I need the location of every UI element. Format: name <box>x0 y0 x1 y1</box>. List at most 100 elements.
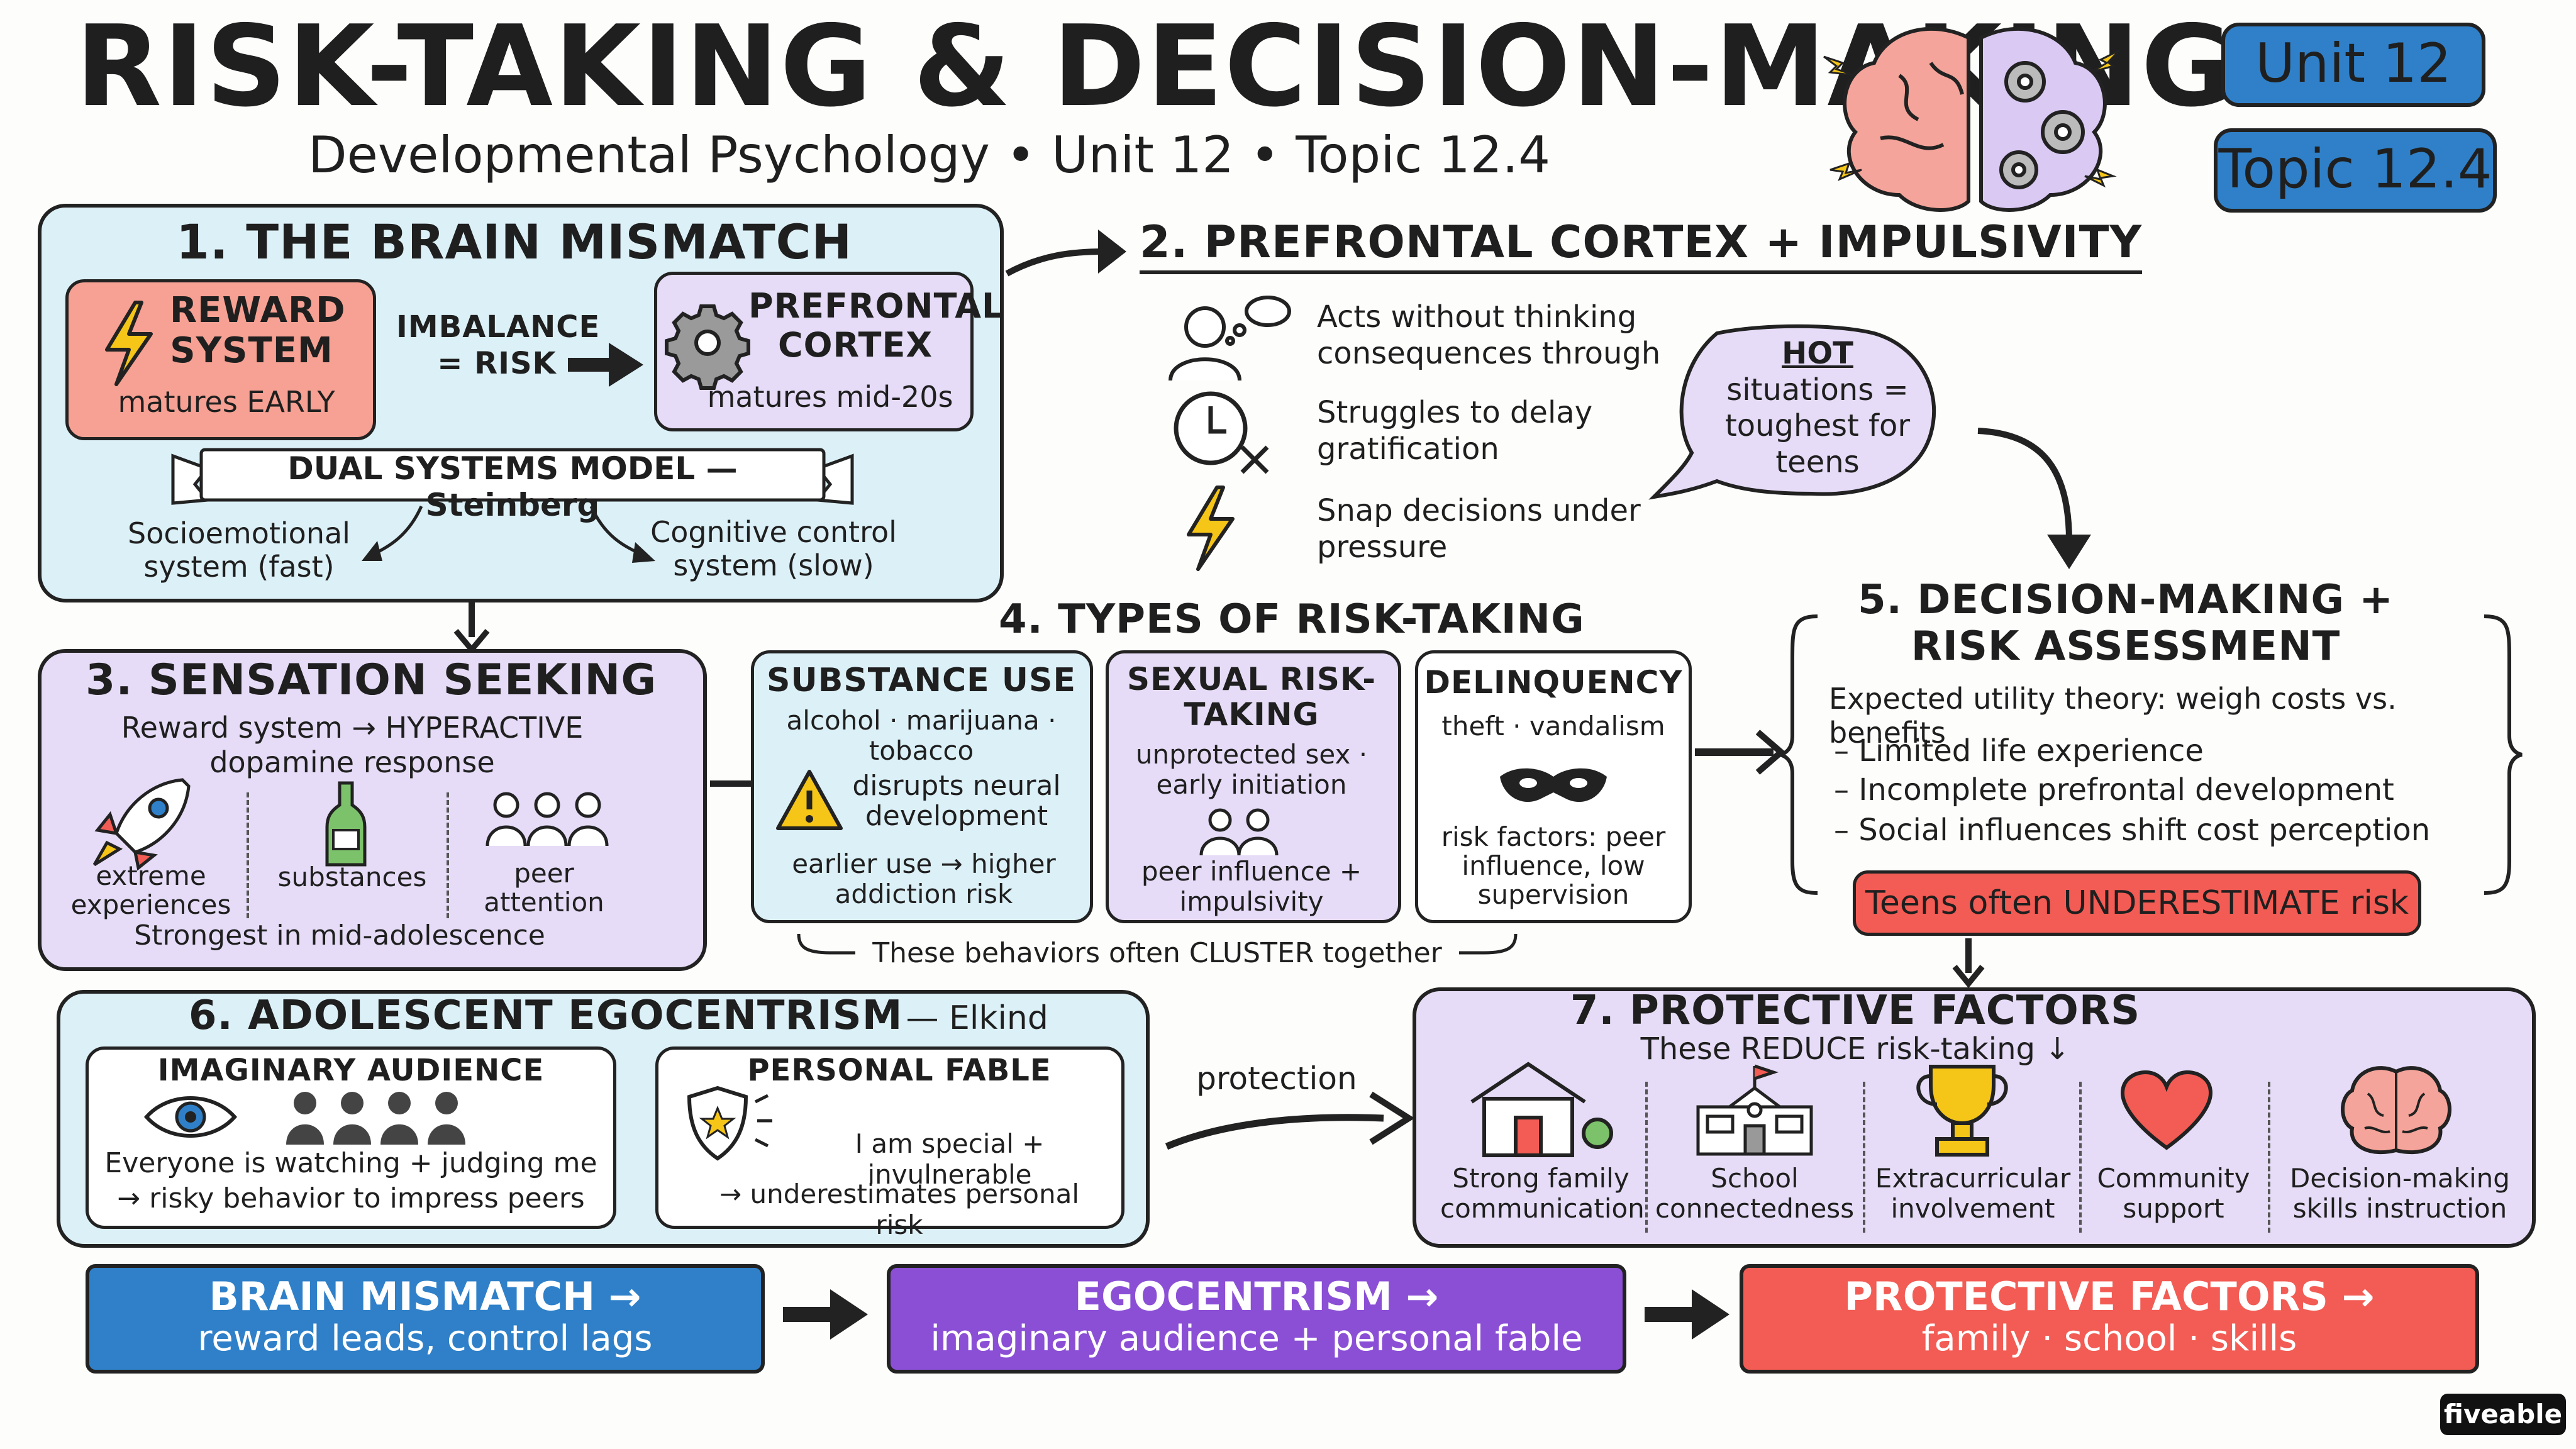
imbalance-label: IMBALANCE = RISK <box>396 309 601 381</box>
sensation-item-peer: peer attention <box>484 858 604 918</box>
sensation-item-extreme: extreme experiences <box>70 860 231 921</box>
cognitive-control-label: Cognitive control system (slow) <box>650 515 897 582</box>
arrow-bubble-to-s5 <box>1977 428 2091 569</box>
divider <box>1645 1082 1648 1233</box>
page-title: RISK-TAKING & DECISION-MAKING <box>75 1 2235 131</box>
sexual-risk-card <box>1106 650 1401 923</box>
topic-badge: Topic 12.4 <box>2214 128 2497 213</box>
reward-system-title: REWARD SYSTEM <box>170 290 346 372</box>
section-7-subtitle: These REDUCE risk-taking ↓ <box>1640 1031 2070 1067</box>
hot-situations-bubble-shape <box>1648 324 1936 500</box>
section-5-title: 5. DECISION-MAKING + RISK ASSESSMENT <box>1858 577 2394 670</box>
brain-icon <box>2341 1066 2451 1155</box>
personal-fable-line-2: → underestimates personal risk <box>719 1179 1080 1240</box>
arrow-s4-to-s5 <box>1695 730 1786 775</box>
divider <box>247 792 249 918</box>
summary-brain-mismatch-title: BRAIN MISMATCH → <box>209 1274 641 1319</box>
house-icon <box>1470 1062 1613 1157</box>
delinquency-list: theft · vandalism <box>1441 711 1665 741</box>
reward-system-card <box>65 279 376 440</box>
summary-protective-factors-title: PROTECTIVE FACTORS → <box>1844 1274 2375 1319</box>
substance-use-list: alcohol · marijuana · tobacco <box>786 705 1057 767</box>
sexual-risk-note: peer influence + impulsivity <box>1141 856 1362 918</box>
brand-logo: fiveable <box>2440 1394 2566 1435</box>
summary-brain-mismatch-sub: reward leads, control lags <box>197 1318 653 1360</box>
summary-egocentrism-title: EGOCENTRISM → <box>1074 1274 1439 1319</box>
arrow-s5-to-s7 <box>1952 938 1985 989</box>
summary-protective-factors-sub: family · school · skills <box>1921 1318 2297 1360</box>
substance-use-note: earlier use → higher addiction risk <box>792 848 1056 910</box>
arrow-summary-2 <box>1645 1289 1729 1340</box>
s5-braces <box>1779 614 2523 895</box>
section-2-title: 2. PREFRONTAL CORTEX + IMPULSIVITY <box>1140 216 2143 274</box>
personal-fable-title: PERSONAL FABLE <box>747 1053 1052 1088</box>
summary-egocentrism-sub: imaginary audience + personal fable <box>930 1318 1583 1360</box>
couple-icon <box>1199 808 1279 856</box>
section-6-author: — Elkind <box>906 999 1048 1037</box>
lightning-icon <box>1187 486 1235 571</box>
sexual-risk-title: SEXUAL RISK-TAKING <box>1126 661 1376 733</box>
imaginary-audience-line-1: Everyone is watching + judging me <box>104 1147 597 1179</box>
divider <box>2079 1082 2082 1233</box>
protective-item-family: Strong family communication <box>1440 1163 1645 1224</box>
decision-item-3: – Social influences shift cost perceptio… <box>1834 813 2431 848</box>
imaginary-audience-title: IMAGINARY AUDIENCE <box>157 1053 545 1088</box>
dual-systems-banner: DUAL SYSTEMS MODEL — Steinberg <box>287 450 738 523</box>
split-arrows <box>362 505 655 563</box>
rocket-icon <box>92 778 191 871</box>
clock-x-icon <box>1174 391 1269 474</box>
mask-icon <box>1500 768 1607 802</box>
cluster-text: These behaviors often CLUSTER together <box>872 937 1442 969</box>
personal-fable-line-1: I am special + invulnerable <box>855 1128 1045 1190</box>
divider <box>447 792 449 918</box>
dual-systems-banner-shape <box>171 448 854 505</box>
reward-system-sub: matures EARLY <box>118 385 335 419</box>
protective-item-community: Community support <box>2097 1163 2250 1224</box>
protective-item-extracurricular: Extracurricular involvement <box>1875 1163 2071 1224</box>
impulsivity-item-1: Acts without thinking consequences throu… <box>1317 299 1661 371</box>
hot-rest: situations = toughest for teens <box>1724 372 1911 480</box>
eye-icon <box>144 1096 237 1138</box>
summary-egocentrism: EGOCENTRISM → imaginary audience + perso… <box>887 1264 1626 1374</box>
section-1-title: 1. THE BRAIN MISMATCH <box>176 214 853 270</box>
section-6-heading: 6. ADOLESCENT EGOCENTRISM — Elkind <box>189 992 1048 1039</box>
expected-utility-theory: Expected utility theory: weigh costs vs.… <box>1829 682 2397 750</box>
arrow-s1-to-s2 <box>1005 230 1126 277</box>
underestimate-alert: Teens often UNDERESTIMATE risk <box>1853 870 2421 936</box>
cluster-label: These behaviors often CLUSTER together <box>849 937 1465 969</box>
arrow-s6-to-s7 <box>1165 1091 1415 1150</box>
section-3-title: 3. SENSATION SEEKING <box>86 655 657 705</box>
unit-badge: Unit 12 <box>2221 23 2485 107</box>
page-subtitle: Developmental Psychology • Unit 12 • Top… <box>308 126 1550 184</box>
sensation-seeking-desc: Reward system → HYPERACTIVE dopamine res… <box>121 711 584 780</box>
sexual-risk-list: unprotected sex · early initiation <box>1135 739 1368 801</box>
substance-use-warning: disrupts neural development <box>852 770 1061 833</box>
section-6-title: 6. ADOLESCENT EGOCENTRISM <box>189 992 903 1039</box>
peers-icon <box>486 792 609 847</box>
summary-brain-mismatch: BRAIN MISMATCH → reward leads, control l… <box>86 1264 765 1374</box>
trophy-icon <box>1916 1065 2008 1157</box>
protective-item-skills: Decision-making skills instruction <box>2290 1163 2510 1224</box>
sensation-footer: Strongest in mid-adolescence <box>134 919 545 952</box>
shield-star-icon <box>687 1085 772 1161</box>
heart-icon <box>2120 1070 2213 1150</box>
cluster-bracket <box>797 933 1518 955</box>
prefrontal-cortex-title: PREFRONTAL CORTEX <box>748 286 1004 365</box>
person-thinking-icon <box>1169 296 1291 381</box>
sensation-item-substances: substances <box>277 862 427 892</box>
summary-protective-factors: PROTECTIVE FACTORS → family · school · s… <box>1740 1264 2479 1374</box>
substance-use-title: SUBSTANCE USE <box>767 662 1076 699</box>
imaginary-audience-line-2: → risky behavior to impress peers <box>117 1182 585 1214</box>
divider <box>1863 1082 1865 1233</box>
arrow-s1-to-s3 <box>453 602 490 655</box>
school-icon <box>1696 1064 1813 1156</box>
protective-item-school: School connectedness <box>1655 1163 1855 1224</box>
prefrontal-cortex-sub: matures mid-20s <box>707 380 953 414</box>
delinquency-title: DELINQUENCY <box>1424 664 1683 701</box>
brain-gears-icon <box>1823 27 2121 212</box>
arrow-summary-1 <box>783 1289 868 1340</box>
lightning-icon <box>105 301 153 386</box>
section-7-title: 7. PROTECTIVE FACTORS <box>1570 987 2141 1034</box>
section-4-title: 4. TYPES OF RISK-TAKING <box>999 596 1585 643</box>
audience-icon <box>286 1092 465 1145</box>
